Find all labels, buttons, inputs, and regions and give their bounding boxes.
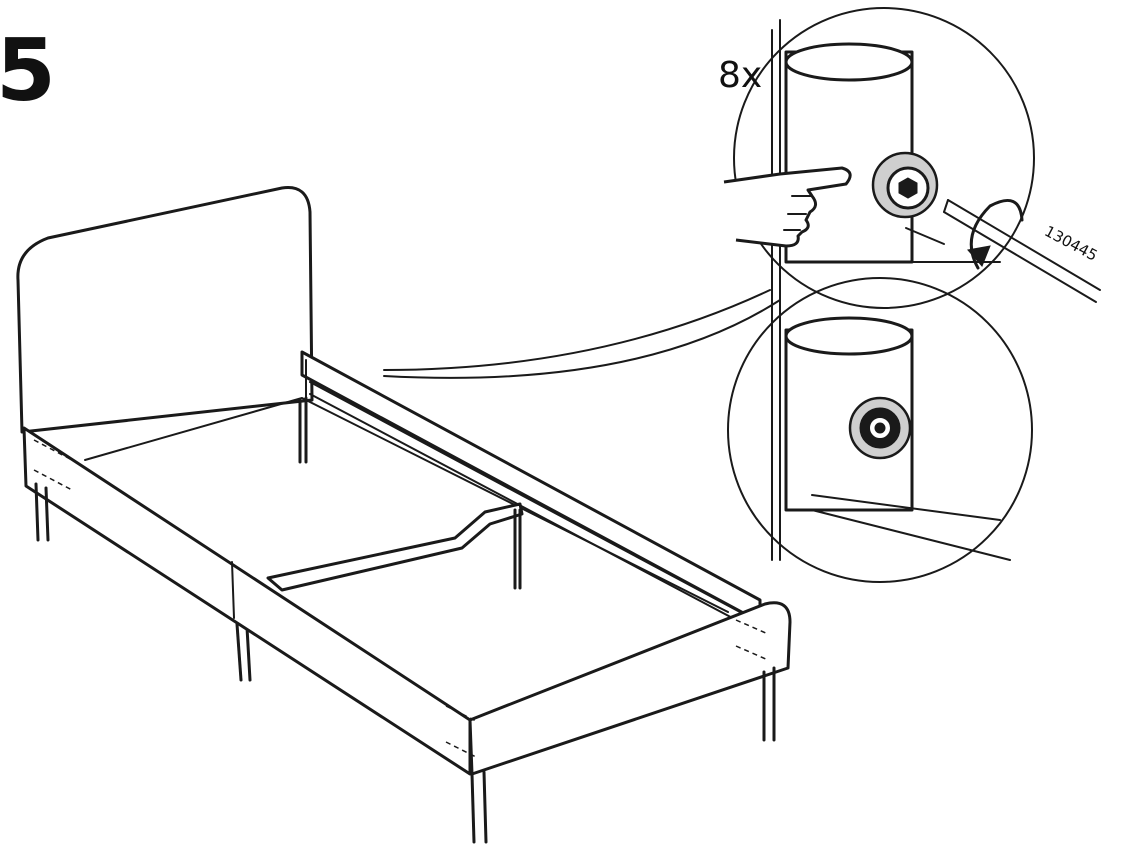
bolt-loose [871,151,939,219]
quantity-label: 8x [718,55,763,96]
bolt-tightened [848,396,912,460]
detail-circle-after [727,277,1033,583]
leg-front-right [470,772,476,844]
step-number: 5 [0,21,56,121]
callout-connector [383,289,771,371]
center-beam [266,502,524,592]
pointing-hand-icon [723,166,852,248]
detail-circle-before [723,7,1101,309]
headboard [16,186,314,434]
side-rail-near [22,426,472,776]
allen-key-icon [943,199,1101,303]
footboard [468,601,792,776]
side-rail-far [300,350,762,624]
leg-front-left [34,482,40,542]
bed-frame [16,186,792,844]
clockwise-arrow-icon [967,198,1024,270]
